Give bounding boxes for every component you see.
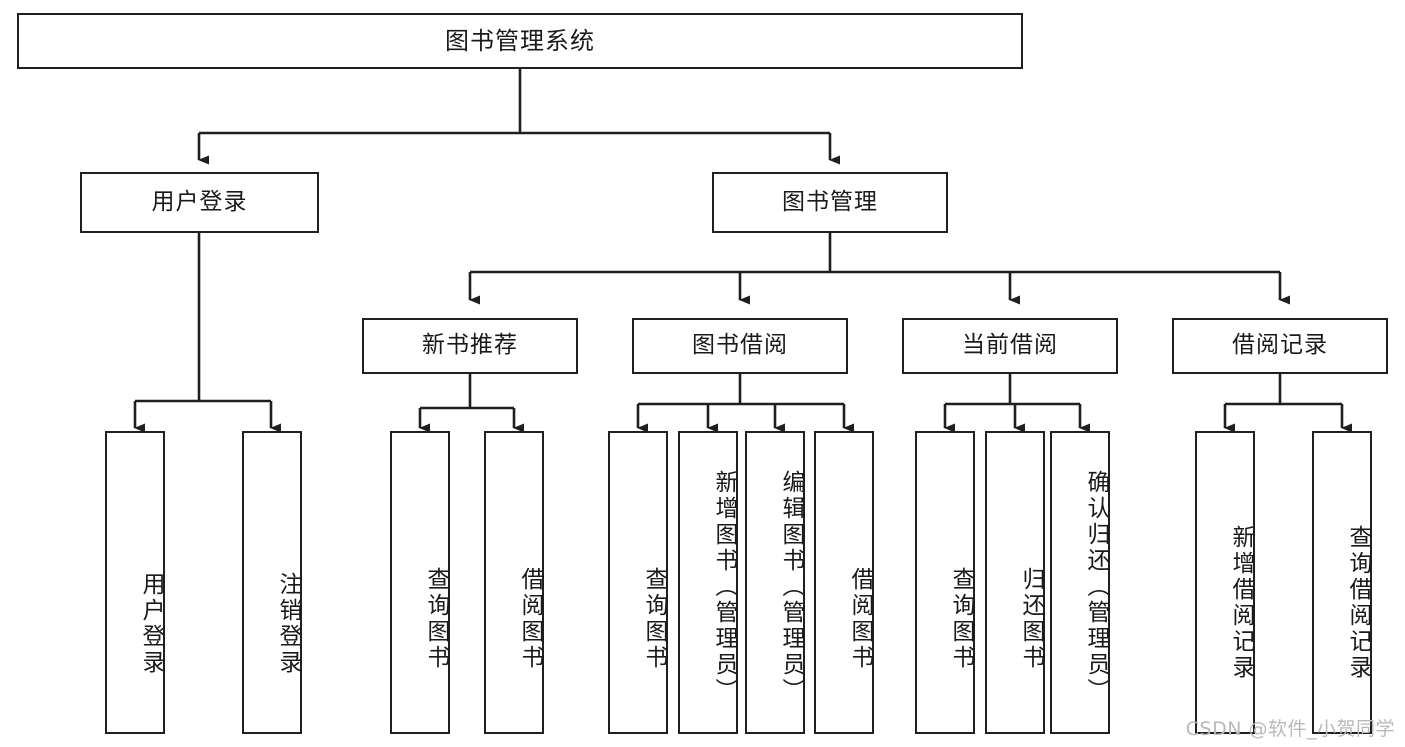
node-label: 查询借阅记录 — [1345, 524, 1371, 681]
watermark-text: CSDN @软件_小贺同学 — [1185, 718, 1395, 740]
node-book-borrow[interactable]: 图书借阅 — [632, 318, 848, 374]
leaf-query-book-borrow[interactable]: 查询图书 — [608, 431, 668, 734]
leaf-return-book[interactable]: 归还图书 — [985, 431, 1045, 734]
node-label: 查询图书 — [423, 566, 449, 671]
leaf-edit-book-admin[interactable]: 编辑图书（管理员） — [745, 431, 805, 734]
leaf-borrow-book[interactable]: 借阅图书 — [814, 431, 874, 734]
node-label: 注销登录 — [275, 571, 301, 676]
node-label: 借阅图书 — [847, 566, 873, 671]
node-label: 查询图书 — [641, 566, 667, 671]
node-label: 确认归还（管理员） — [1083, 469, 1109, 704]
node-label: 查询图书 — [948, 566, 974, 671]
node-label: 新书推荐 — [422, 332, 518, 359]
node-borrow-record[interactable]: 借阅记录 — [1172, 318, 1388, 374]
leaf-query-book-recommend[interactable]: 查询图书 — [390, 431, 450, 734]
node-label: 归还图书 — [1018, 566, 1044, 671]
node-root-system[interactable]: 图书管理系统 — [17, 13, 1023, 69]
node-label: 新增图书（管理员） — [711, 469, 737, 704]
node-book-management[interactable]: 图书管理 — [712, 172, 948, 233]
leaf-query-borrow-record[interactable]: 查询借阅记录 — [1312, 431, 1372, 734]
node-label: 图书管理 — [782, 188, 878, 215]
node-label: 新增借阅记录 — [1228, 524, 1254, 681]
leaf-add-book-admin[interactable]: 新增图书（管理员） — [678, 431, 738, 734]
node-user-login[interactable]: 用户登录 — [80, 172, 319, 233]
node-label: 编辑图书（管理员） — [778, 469, 804, 704]
leaf-borrow-book-recommend[interactable]: 借阅图书 — [484, 431, 544, 734]
node-label: 图书管理系统 — [445, 26, 595, 55]
leaf-query-book-current[interactable]: 查询图书 — [915, 431, 975, 734]
leaf-confirm-return-admin[interactable]: 确认归还（管理员） — [1050, 431, 1110, 734]
node-current-borrow[interactable]: 当前借阅 — [902, 318, 1118, 374]
node-label: 用户登录 — [151, 188, 248, 215]
node-label: 当前借阅 — [962, 332, 1058, 359]
node-label: 借阅图书 — [517, 566, 543, 671]
leaf-logout[interactable]: 注销登录 — [242, 431, 302, 734]
node-label: 借阅记录 — [1232, 332, 1328, 359]
node-label: 图书借阅 — [692, 332, 788, 359]
node-new-book-recommend[interactable]: 新书推荐 — [362, 318, 578, 374]
node-label: 用户登录 — [138, 571, 164, 676]
leaf-add-borrow-record[interactable]: 新增借阅记录 — [1195, 431, 1255, 734]
leaf-user-login[interactable]: 用户登录 — [105, 431, 165, 734]
